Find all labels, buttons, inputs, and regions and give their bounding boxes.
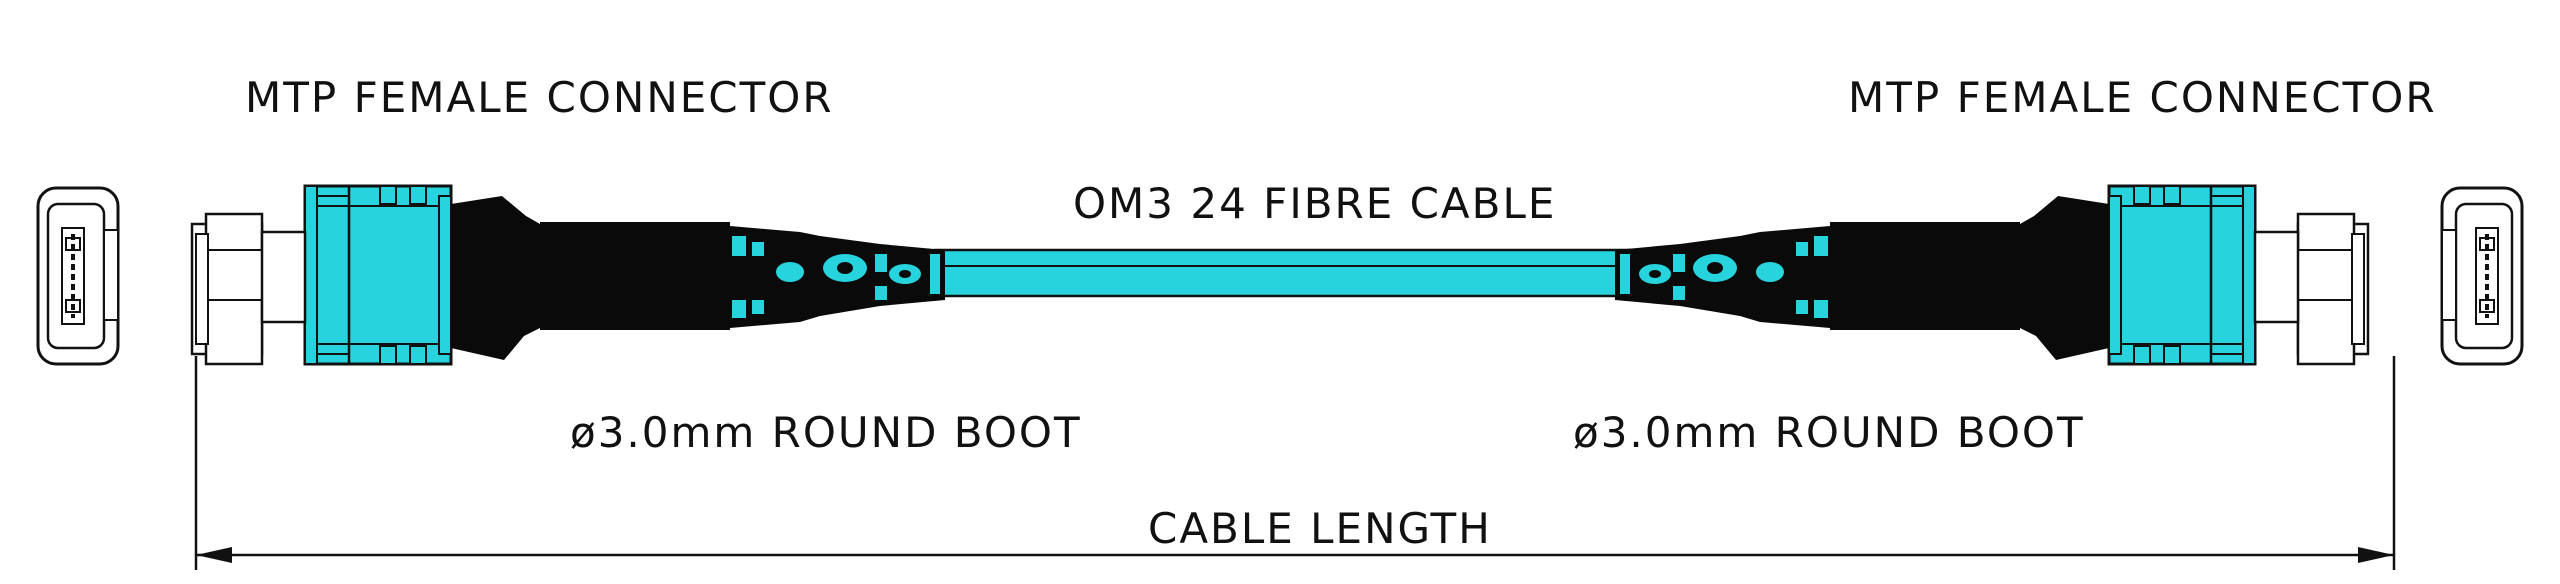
cable-length-label: CABLE LENGTH	[1148, 504, 1492, 553]
left-boot-label: ø3.0mm ROUND BOOT	[570, 408, 1082, 457]
left-connector-label: MTP FEMALE CONNECTOR	[245, 73, 834, 122]
left-end-face-icon	[36, 186, 120, 366]
left-assembly	[36, 184, 945, 366]
right-round-boot-icon	[1615, 196, 2109, 360]
fibre-cable-icon	[933, 248, 1647, 298]
cable-length-dimension	[194, 356, 2396, 570]
left-mtp-connector-icon	[190, 184, 453, 366]
right-connector-label: MTP FEMALE CONNECTOR	[1848, 73, 2437, 122]
cable-label: OM3 24 FIBRE CABLE	[1073, 179, 1556, 228]
right-assembly	[1615, 184, 2524, 366]
right-arrow-icon	[2358, 547, 2394, 563]
right-mtp-connector-icon	[2107, 184, 2370, 366]
right-boot-label: ø3.0mm ROUND BOOT	[1573, 408, 2085, 457]
left-arrow-icon	[196, 547, 232, 563]
right-end-face-icon	[2440, 186, 2524, 366]
left-round-boot-icon	[451, 196, 945, 360]
